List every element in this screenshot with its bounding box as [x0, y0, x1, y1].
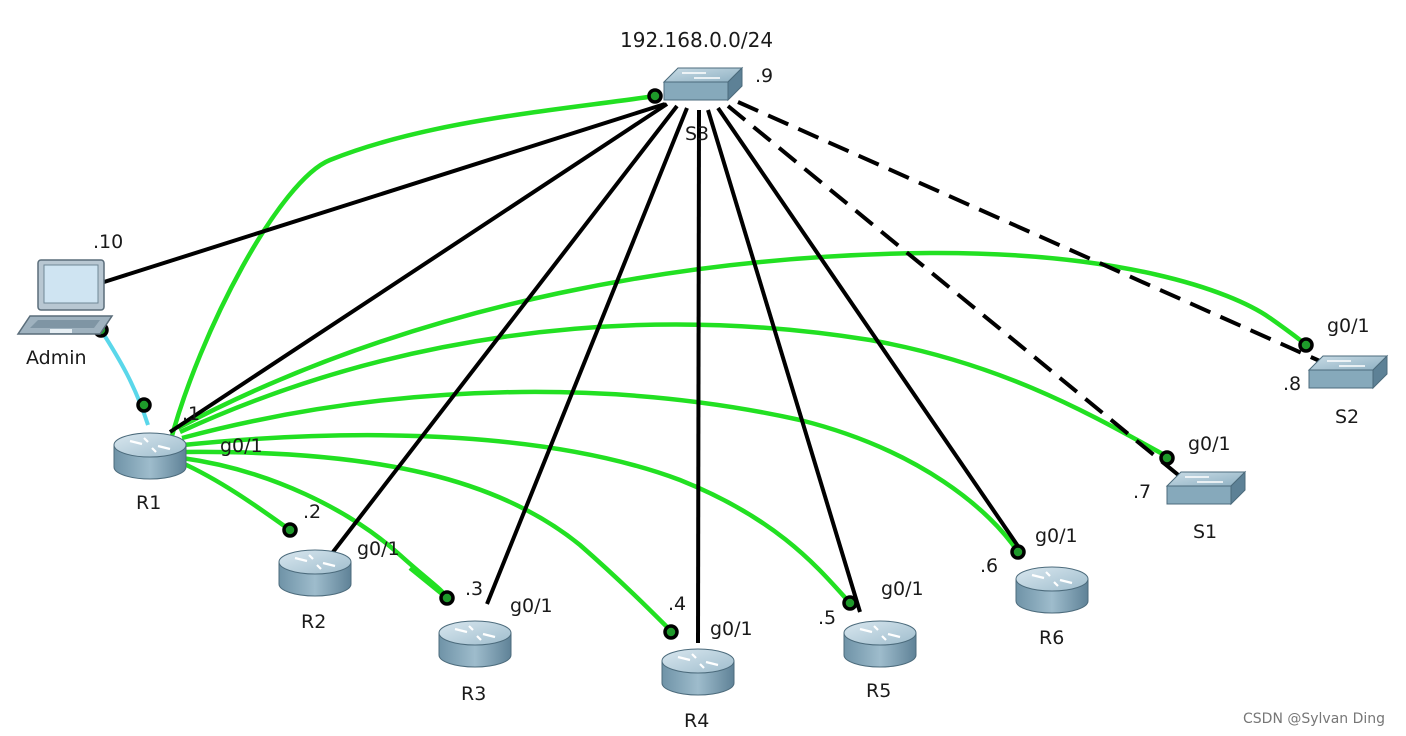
link-r2-r3-tail — [408, 566, 449, 600]
router-icon — [277, 548, 353, 598]
r2-ip-label: .2 — [303, 501, 321, 523]
link-admin-r1[interactable] — [99, 328, 150, 426]
port-indicators — [93, 88, 1314, 640]
s2-port-label: g0/1 — [1327, 315, 1370, 337]
s2-name-label: S2 — [1335, 406, 1359, 428]
r5-ip-label: .5 — [818, 607, 836, 629]
link-r1-r3-console[interactable] — [181, 455, 450, 600]
s3-ip-label: .9 — [755, 65, 773, 87]
link-r1-s2-console[interactable] — [176, 250, 1310, 430]
s3-name-label: S3 — [685, 123, 709, 145]
router-icon — [112, 431, 188, 481]
link-r1-r5-console[interactable] — [182, 432, 852, 605]
router-icon — [1014, 565, 1090, 615]
r5-port-label: g0/1 — [881, 578, 924, 600]
r1-name-label: R1 — [136, 492, 161, 514]
r2-name-label: R2 — [301, 611, 326, 633]
s1-name-label: S1 — [1193, 521, 1217, 543]
switch-icon — [1166, 471, 1246, 505]
s1-port-label: g0/1 — [1188, 433, 1231, 455]
link-r1-r6-console[interactable] — [181, 389, 1020, 554]
r6-name-label: R6 — [1039, 627, 1064, 649]
device-r4[interactable] — [660, 647, 736, 697]
r1-port-label: g0/1 — [220, 435, 263, 457]
r3-ip-label: .3 — [465, 578, 483, 600]
device-s3[interactable] — [663, 67, 743, 101]
link-s3-r6[interactable] — [716, 106, 1024, 554]
switch-icon — [1308, 355, 1388, 389]
switch-icon — [663, 67, 743, 101]
link-s3-r2[interactable] — [331, 104, 679, 554]
link-s3-s1[interactable] — [726, 104, 1184, 480]
device-r1[interactable] — [112, 431, 188, 481]
r4-name-label: R4 — [684, 710, 709, 732]
device-s1[interactable] — [1166, 471, 1246, 505]
r6-port-label: g0/1 — [1035, 525, 1078, 547]
r3-name-label: R3 — [461, 683, 486, 705]
watermark: CSDN @Sylvan Ding — [1243, 711, 1385, 727]
r4-port-label: g0/1 — [710, 618, 753, 640]
port-dot-s3 — [647, 88, 663, 104]
link-r1-s1-console[interactable] — [179, 322, 1172, 460]
link-s3-r5[interactable] — [706, 109, 862, 613]
device-admin[interactable] — [16, 259, 114, 335]
link-r1-r4-console[interactable] — [182, 449, 672, 632]
link-s3-r4[interactable] — [696, 109, 701, 644]
device-r6[interactable] — [1014, 565, 1090, 615]
port-dot-r1 — [136, 397, 152, 413]
console-links — [167, 93, 1310, 632]
port-dot-s2 — [1298, 337, 1314, 353]
s2-ip-label: .8 — [1283, 373, 1301, 395]
port-dot-r3 — [439, 590, 455, 606]
r4-ip-label: .4 — [668, 593, 686, 615]
port-dot-r4 — [663, 624, 679, 640]
port-dot-r6 — [1010, 544, 1026, 560]
device-r3[interactable] — [437, 619, 513, 669]
r3-port-label: g0/1 — [510, 595, 553, 617]
port-dot-r5 — [842, 595, 858, 611]
device-r5[interactable] — [842, 619, 918, 669]
router-icon — [437, 619, 513, 669]
admin-ip-label: .10 — [93, 231, 123, 253]
device-r2[interactable] — [277, 548, 353, 598]
link-r1-s3-console[interactable] — [167, 93, 656, 444]
s1-ip-label: .7 — [1133, 481, 1151, 503]
link-s3-r1[interactable] — [168, 102, 669, 434]
port-dot-r2 — [282, 522, 298, 538]
link-s3-r3[interactable] — [485, 107, 689, 605]
r1-ip-label: .1 — [182, 403, 200, 425]
subnet-label: 192.168.0.0/24 — [620, 28, 773, 52]
router-icon — [842, 619, 918, 669]
link-s3-s2[interactable] — [737, 100, 1323, 364]
port-dot-s1 — [1159, 450, 1175, 466]
laptop-icon — [16, 259, 114, 335]
r2-port-label: g0/1 — [357, 538, 400, 560]
link-s3-admin[interactable] — [103, 102, 666, 284]
r5-name-label: R5 — [866, 680, 891, 702]
device-s2[interactable] — [1308, 355, 1388, 389]
admin-name-label: Admin — [26, 347, 87, 369]
lan-links — [103, 100, 1323, 644]
link-r1-r2-console[interactable] — [179, 459, 292, 532]
router-icon — [660, 647, 736, 697]
r6-ip-label: .6 — [980, 555, 998, 577]
